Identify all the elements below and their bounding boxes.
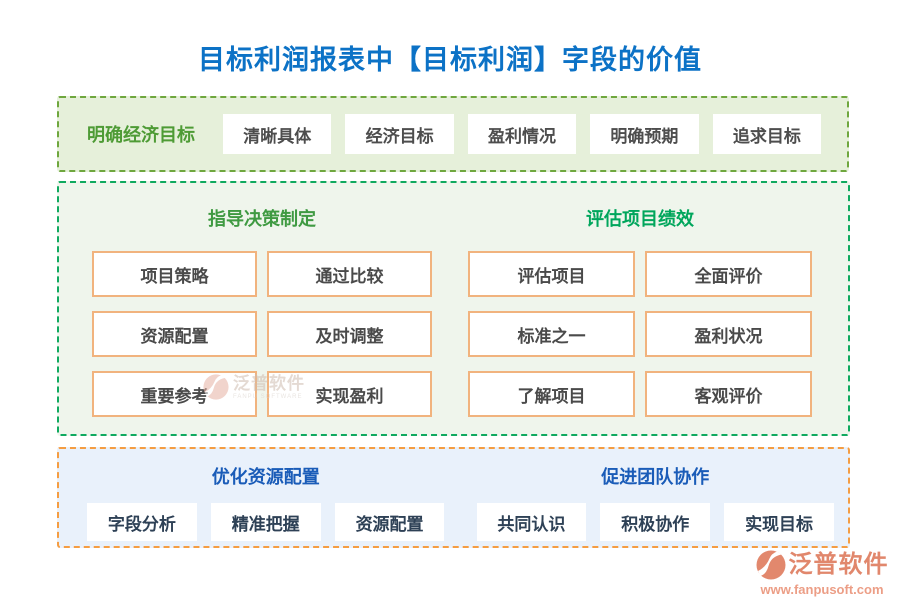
value-box: 精准把握: [210, 503, 321, 541]
group-grid: 评估项目 全面评价 标准之一 盈利状况 了解项目 客观评价: [468, 251, 812, 417]
group-row: 字段分析 精准把握 资源配置: [87, 503, 445, 541]
value-box: 盈利状况: [645, 311, 812, 357]
fanpu-logo-icon: [756, 550, 786, 580]
value-box: 项目策略: [92, 251, 257, 297]
group-header: 促进团队协作: [601, 467, 710, 487]
value-box: 实现盈利: [267, 371, 432, 417]
value-box: 通过比较: [267, 251, 432, 297]
footer-brand-name: 泛普软件: [788, 551, 889, 578]
value-box: 客观评价: [645, 371, 812, 417]
section-economic-goal-label: 明确经济目标: [87, 125, 195, 145]
value-box: 资源配置: [92, 311, 257, 357]
section-decision-evaluation: 指导决策制定 项目策略 通过比较 资源配置 及时调整 重要参考 实现盈利 评估项…: [57, 181, 850, 436]
footer-brand: 泛普软件 www.fanpusoft.com: [752, 550, 892, 596]
economic-goal-tags: 清晰具体 经济目标 盈利情况 明确预期 追求目标: [223, 114, 822, 154]
footer-brand-row: 泛普软件: [756, 550, 889, 580]
group-decision-guidance: 指导决策制定 项目策略 通过比较 资源配置 及时调整 重要参考 实现盈利: [92, 199, 432, 434]
group-header: 评估项目绩效: [586, 209, 694, 229]
group-header: 指导决策制定: [208, 209, 316, 229]
value-box: 资源配置: [334, 503, 445, 541]
group-row: 共同认识 积极协作 实现目标: [476, 503, 835, 541]
value-box: 评估项目: [468, 251, 635, 297]
footer-brand-url: www.fanpusoft.com: [760, 582, 884, 597]
tag-box: 清晰具体: [223, 114, 332, 154]
group-grid: 项目策略 通过比较 资源配置 及时调整 重要参考 实现盈利: [92, 251, 432, 417]
section-economic-goal: 明确经济目标 清晰具体 经济目标 盈利情况 明确预期 追求目标: [57, 96, 849, 172]
group-header: 优化资源配置: [211, 467, 320, 487]
value-box: 实现目标: [724, 503, 834, 541]
value-box: 及时调整: [267, 311, 432, 357]
group-team-collaboration: 促进团队协作 共同认识 积极协作 实现目标: [476, 461, 835, 546]
group-resource-optimization: 优化资源配置 字段分析 精准把握 资源配置: [87, 461, 445, 546]
value-box: 共同认识: [476, 503, 587, 541]
value-box: 重要参考: [92, 371, 257, 417]
section-resource-team: 优化资源配置 字段分析 精准把握 资源配置 促进团队协作 共同认识 积极协作 实…: [57, 447, 850, 548]
value-box: 字段分析: [87, 503, 197, 541]
value-box: 积极协作: [600, 503, 711, 541]
tag-box: 盈利情况: [467, 114, 577, 154]
value-box: 了解项目: [468, 371, 635, 417]
group-performance-evaluation: 评估项目绩效 评估项目 全面评价 标准之一 盈利状况 了解项目 客观评价: [468, 199, 812, 434]
tag-box: 明确预期: [590, 114, 699, 154]
page-title: 目标利润报表中【目标利润】字段的价值: [198, 45, 702, 75]
value-box: 标准之一: [468, 311, 635, 357]
tag-box: 追求目标: [712, 114, 822, 154]
value-box: 全面评价: [645, 251, 812, 297]
tag-box: 经济目标: [345, 114, 454, 154]
